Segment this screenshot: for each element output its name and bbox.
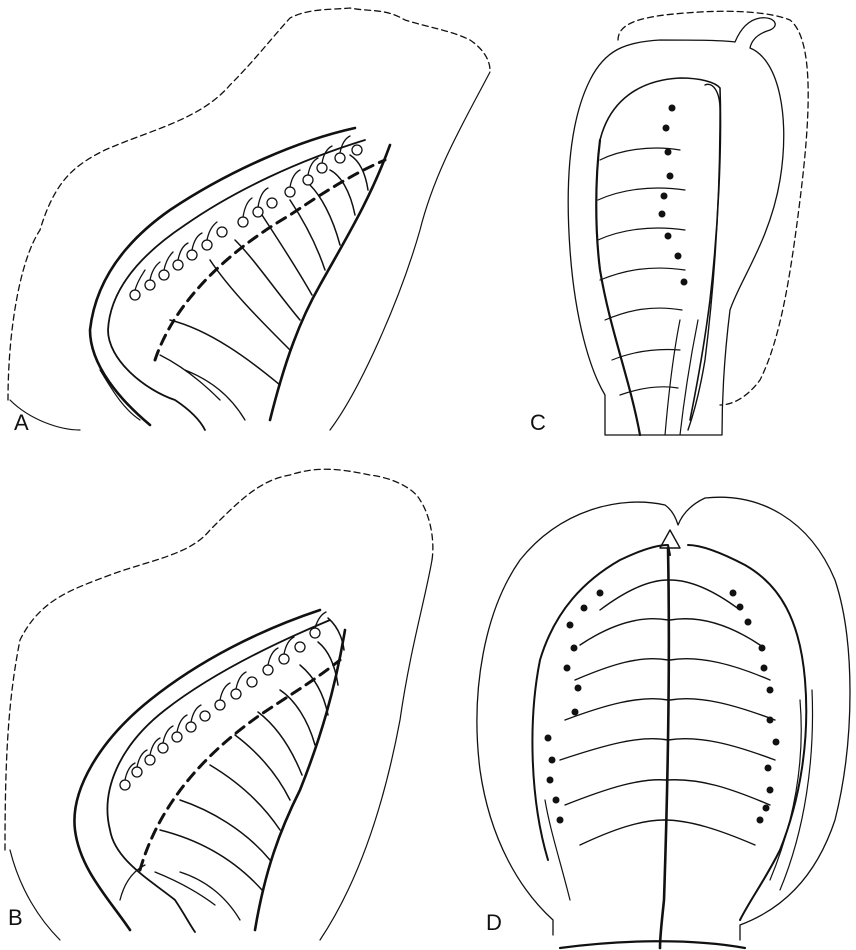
panel-c-outer-outline bbox=[568, 18, 784, 435]
panel-a-right-outline bbox=[330, 72, 490, 430]
panel-b-right-outline bbox=[320, 560, 432, 940]
panel-b-leaf-margin bbox=[74, 610, 320, 930]
panel-c-label: C bbox=[530, 410, 546, 435]
panel-d-midrib bbox=[660, 548, 669, 948]
panel-a-vein bbox=[170, 155, 368, 385]
panel-b: B bbox=[5, 469, 433, 940]
panel-c: C bbox=[530, 11, 808, 435]
panel-d-glands-left bbox=[545, 590, 604, 824]
panel-a-glands bbox=[130, 136, 362, 300]
panel-b-vein bbox=[160, 618, 344, 890]
panel-d: D bbox=[477, 497, 850, 948]
panel-a-leaf-margin-inner bbox=[108, 140, 365, 430]
panel-c-inner-fold bbox=[688, 84, 720, 430]
panel-c-inner-lamina bbox=[600, 78, 721, 420]
panel-b-dashed-outline bbox=[5, 469, 433, 850]
panel-b-glands bbox=[120, 612, 326, 790]
panel-a-label: A bbox=[14, 410, 29, 435]
panel-c-glands bbox=[659, 105, 688, 286]
panel-c-lower-veins bbox=[665, 320, 698, 435]
panel-a: A bbox=[8, 8, 490, 435]
panel-d-label: D bbox=[486, 910, 502, 935]
panel-d-base-line bbox=[560, 941, 745, 948]
panel-b-vein-lower bbox=[120, 865, 240, 920]
panel-d-veins-right bbox=[664, 580, 775, 845]
panel-b-label: B bbox=[8, 905, 23, 930]
panel-a-midrib bbox=[270, 145, 390, 420]
panel-c-dashed-outline bbox=[618, 11, 808, 405]
panel-a-dashed-outline bbox=[8, 8, 490, 400]
panel-c-veins bbox=[598, 148, 685, 395]
panel-a-vein-lower bbox=[160, 355, 245, 420]
